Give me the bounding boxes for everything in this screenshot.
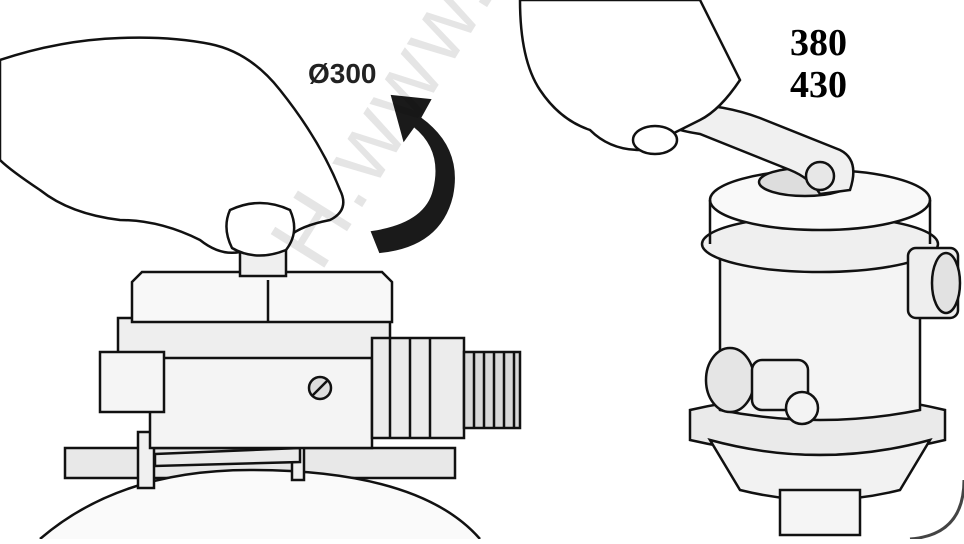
side-port-right-opening: [930, 251, 962, 315]
right-coupling: [370, 336, 466, 440]
hand-left-finger: [225, 201, 296, 257]
size-label-430: 430: [790, 64, 847, 106]
wrench-pivot: [804, 160, 836, 192]
right-valve-illustration: [518, 0, 962, 537]
cap-sides: [708, 200, 932, 244]
valve-cover: [130, 270, 394, 324]
size-labels: 380 430: [790, 22, 847, 106]
rotation-arrow-icon: [370, 94, 455, 254]
hand-right-thumb: [631, 124, 679, 156]
side-port-front: [704, 346, 756, 414]
valve-outlet-pipe: [778, 488, 862, 537]
hand-left: [0, 36, 345, 254]
side-nozzle-cap: [784, 390, 820, 426]
screw-slot: [311, 379, 329, 397]
left-pipe: [98, 350, 166, 414]
frame-corner: [909, 479, 964, 541]
threaded-hose: [462, 350, 522, 430]
left-valve-illustration: [0, 36, 522, 540]
base-dome: [39, 468, 481, 540]
size-label-380: 380: [790, 22, 847, 64]
diameter-label: Ø300: [308, 58, 377, 89]
clamp-bar: [153, 446, 302, 468]
